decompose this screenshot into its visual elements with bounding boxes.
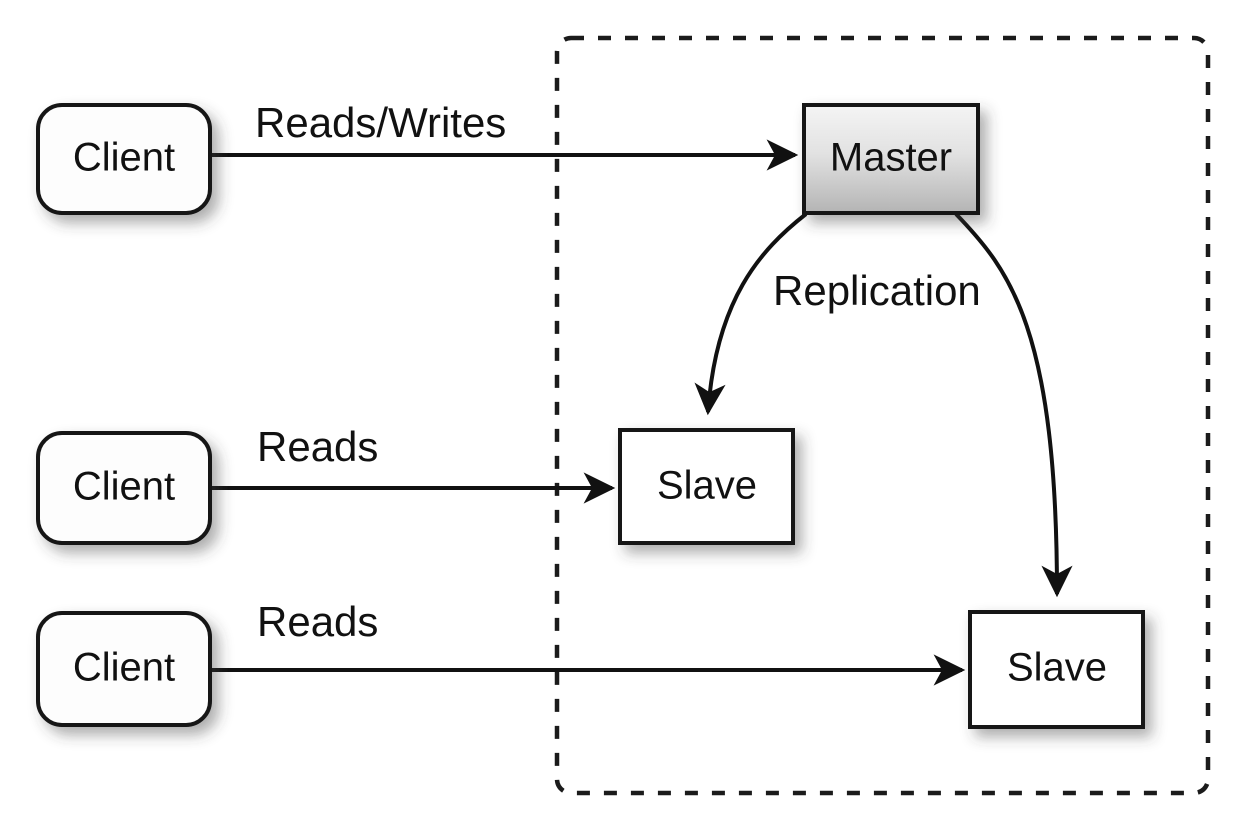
slave-2-shape[interactable] (968, 610, 1145, 729)
edge-label-replication: Replication (773, 267, 981, 314)
edge-curve-replication-left (694, 212, 808, 416)
edge-label-reads-2: Reads (257, 598, 378, 645)
client-1-shape[interactable] (36, 103, 212, 215)
client-2-shape[interactable] (36, 431, 212, 545)
edge-master-slave2 (954, 212, 1073, 598)
slave-1-shape[interactable] (618, 428, 795, 545)
client-3-shape[interactable] (36, 611, 212, 727)
client-3-label: Client (73, 646, 175, 690)
slave-1-label: Slave (657, 464, 757, 508)
slave-2-label: Slave (1007, 646, 1107, 690)
client-2-label: Client (73, 465, 175, 509)
edge-master-slave1 (694, 212, 808, 416)
edge-label-reads-1: Reads (257, 423, 378, 470)
edge-label-reads-writes: Reads/Writes (255, 99, 506, 146)
master-label: Master (830, 136, 952, 180)
client-1-label: Client (73, 136, 175, 180)
master-shape[interactable] (802, 103, 980, 215)
edge-curve-replication-right (954, 212, 1073, 598)
node-master[interactable]: Master (802, 103, 980, 215)
node-client-1[interactable]: Client (36, 103, 212, 215)
node-slave-2[interactable]: Slave (968, 610, 1145, 729)
node-client-2[interactable]: Client (36, 431, 212, 545)
database-cluster-boundary (554, 35, 1211, 796)
node-client-3[interactable]: Client (36, 611, 212, 727)
node-slave-1[interactable]: Slave (618, 428, 795, 545)
